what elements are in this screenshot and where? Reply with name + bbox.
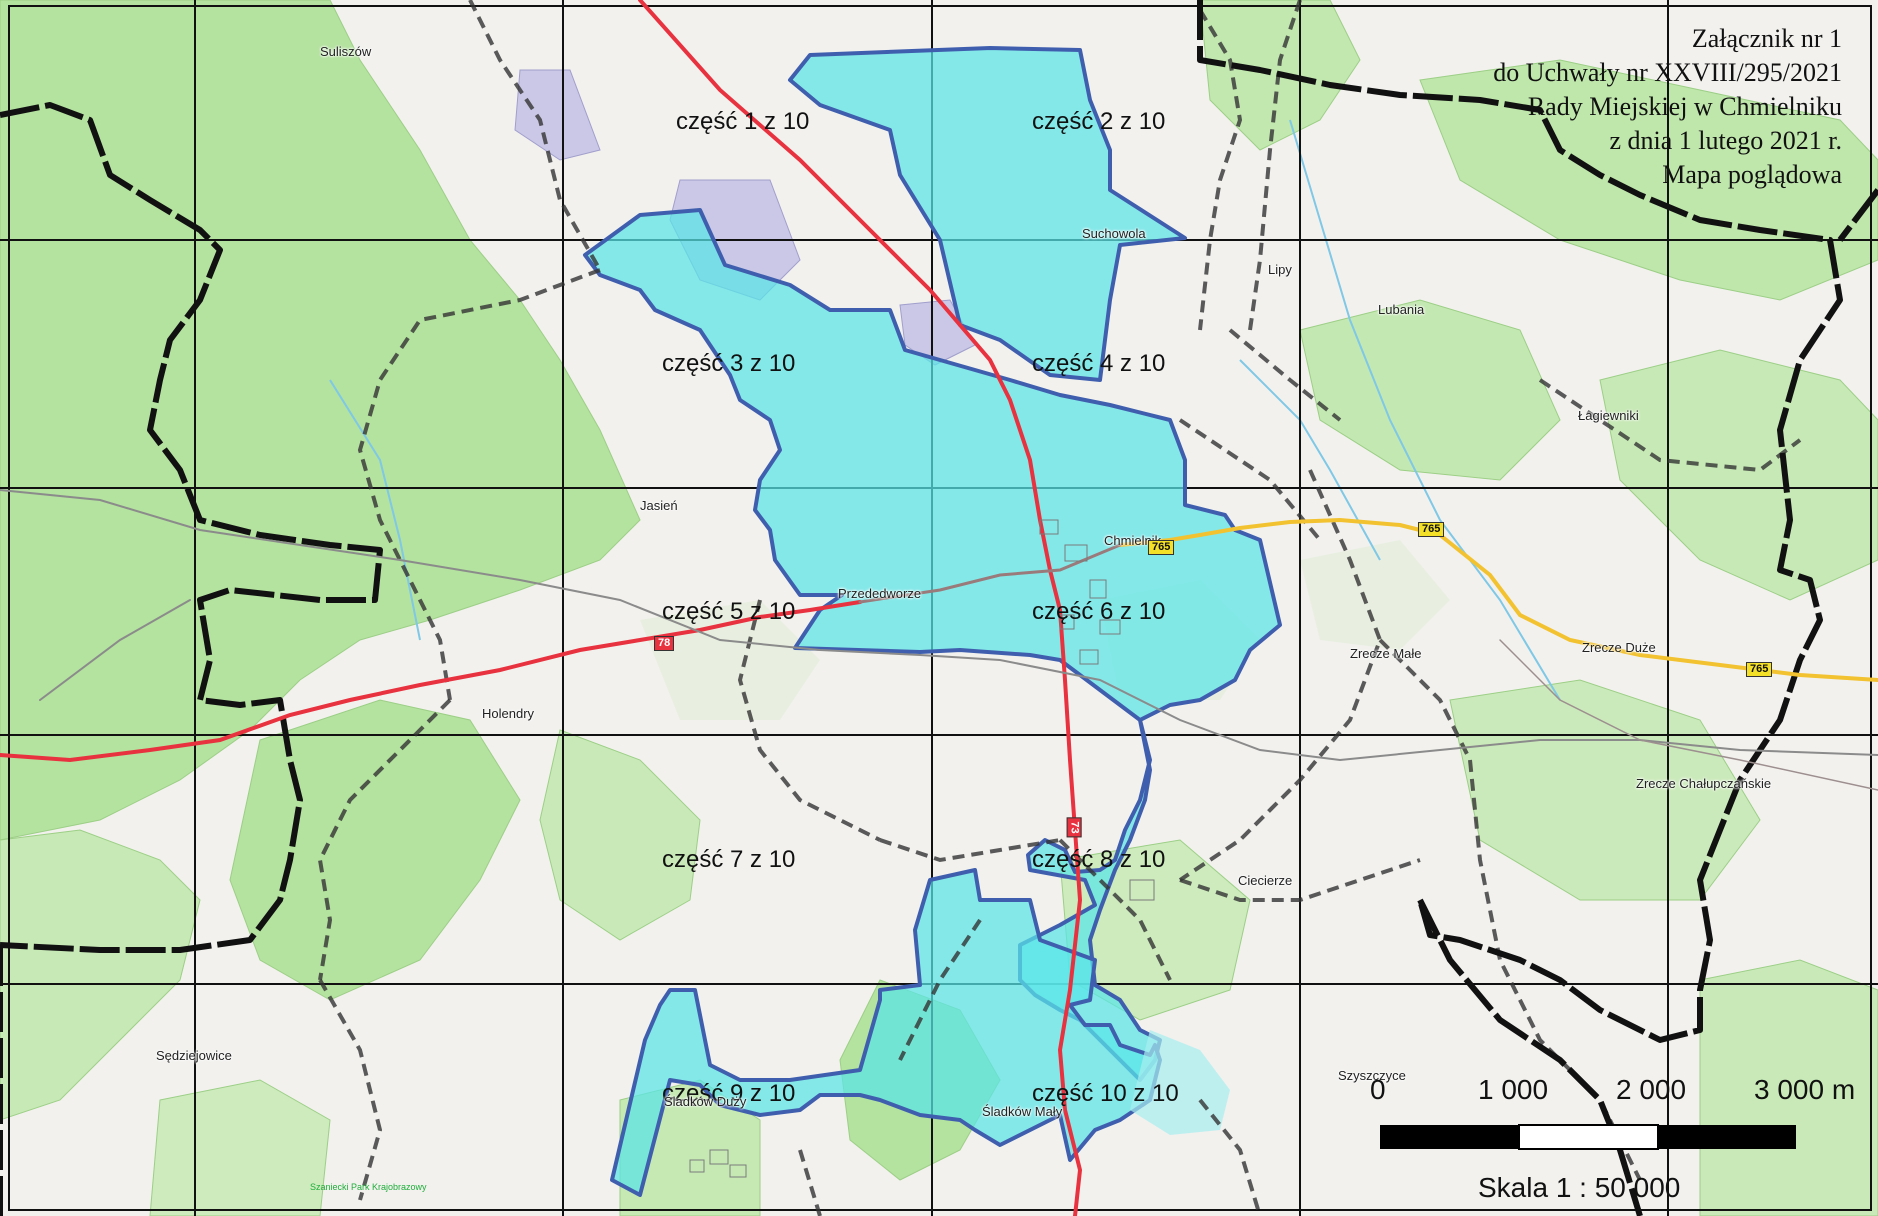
part-label-6: część 6 z 10 (1032, 598, 1166, 625)
road-badge-78: 78 (654, 636, 675, 651)
place-label-zrecze-male: Zrecze Małe (1350, 646, 1422, 661)
place-label-sedziejowice: Sędziejowice (156, 1048, 232, 1063)
part-label-9: część 9 z 10 (662, 1080, 796, 1107)
place-label-lipy: Lipy (1268, 262, 1292, 277)
national-road-78 (0, 600, 862, 763)
road-badge-765-center: 765 (1148, 540, 1175, 555)
header-line-date: z dnia 1 lutego 2021 r. (1609, 126, 1842, 155)
place-label-suliszow: Suliszów (320, 44, 372, 59)
streams (329, 119, 1561, 701)
park-label: Szaniecki Park Krajobrazowy (310, 1182, 427, 1192)
place-label-zrecze-chalupczanskie: Zrecze Chałupczańskie (1636, 776, 1772, 791)
place-label-jasien: Jasień (640, 498, 678, 513)
place-label-holendry: Holendry (482, 706, 535, 721)
header-line-map-type: Mapa poglądowa (1662, 160, 1842, 189)
scale-tick-1000: 1 000 (1478, 1074, 1549, 1105)
part-label-5: część 5 z 10 (662, 598, 796, 625)
place-label-przededworze: Przededworze (838, 586, 922, 601)
scale-tick-3000: 3 000 m (1754, 1074, 1856, 1105)
place-label-zrecze-duze: Zrecze Duże (1582, 640, 1656, 655)
scale-bar (1380, 1124, 1796, 1150)
part-label-7: część 7 z 10 (662, 846, 796, 873)
scale-tick-0: 0 (1370, 1074, 1386, 1105)
railway (0, 489, 1878, 762)
local-road-2 (39, 599, 191, 701)
place-label-suchowola: Suchowola (1082, 226, 1146, 241)
map-header: Załącznik nr 1 do Uchwały nr XXVIII/295/… (1493, 22, 1842, 192)
place-label-sladkow-duzy: Śladków Duży (664, 1094, 747, 1109)
part-label-4: część 4 z 10 (1032, 350, 1166, 377)
header-line-council: Rady Miejskiej w Chmielniku (1527, 92, 1842, 121)
local-road (858, 543, 1122, 604)
place-label-lubania: Lubania (1378, 302, 1425, 317)
part-label-8: część 8 z 10 (1032, 846, 1166, 873)
part-label-10: część 10 z 10 (1032, 1080, 1179, 1107)
road-badge-73: 73 (1066, 817, 1082, 838)
scale-ratio-label: Skala 1 : 50 000 (1478, 1172, 1681, 1203)
header-line-attachment: Załącznik nr 1 (1691, 24, 1842, 53)
zone-part-9-10 (610, 868, 1162, 1197)
place-label-szyszczyce: Szyszczyce (1338, 1068, 1406, 1083)
part-label-1: część 1 z 10 (676, 108, 810, 135)
local-road-3 (1499, 639, 1878, 791)
settlements (689, 519, 1155, 1178)
header-line-resolution: do Uchwały nr XXVIII/295/2021 (1493, 58, 1842, 87)
place-label-lagiewniki: Łagiewniki (1578, 408, 1639, 423)
part-label-2: część 2 z 10 (1032, 108, 1166, 135)
road-badge-765-east: 765 (1418, 522, 1445, 537)
part-label-3: część 3 z 10 (662, 350, 796, 377)
road-badge-765-far-east: 765 (1746, 662, 1773, 677)
place-label-chmielnik: Chmielnik (1104, 533, 1162, 548)
place-label-sladkow-maly: Śladków Mały (982, 1104, 1063, 1119)
national-road-73 (638, 0, 1083, 1216)
zone-part-1-2 (788, 46, 1187, 382)
scale-tick-2000: 2 000 (1616, 1074, 1687, 1105)
place-label-ciecierze: Ciecierze (1238, 873, 1293, 888)
